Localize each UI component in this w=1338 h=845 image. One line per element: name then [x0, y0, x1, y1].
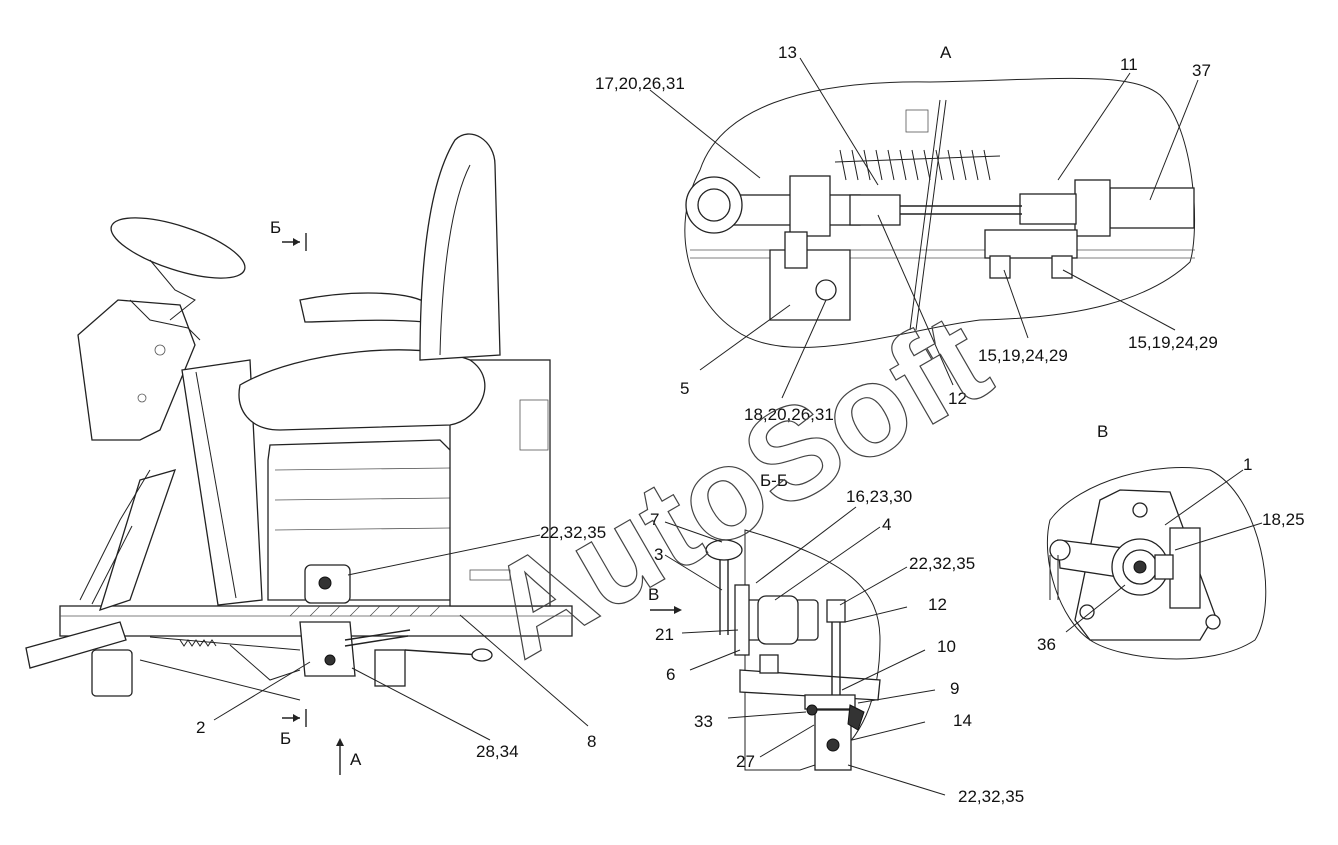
callout-3: 3	[654, 545, 663, 564]
view-bb-title: Б-Б	[760, 471, 788, 490]
lower-step	[25, 621, 127, 669]
console-post	[181, 359, 263, 606]
leader-lines	[213, 57, 1263, 796]
view-bb-detail	[705, 529, 881, 771]
callout-7: 7	[650, 510, 659, 529]
strut	[99, 469, 177, 612]
cable-bracket	[299, 621, 356, 677]
view-v-title: В	[1097, 422, 1108, 441]
callout-27: 27	[736, 752, 755, 771]
callout-22-32-35-a: 22,32,35	[540, 523, 606, 542]
callout-17-20-26-31: 17,20,26,31	[595, 74, 685, 93]
callout-13: 13	[778, 43, 797, 62]
callout-10: 10	[937, 637, 956, 656]
callout-15-19-24-29-b: 15,19,24,29	[1128, 333, 1218, 352]
callout-9: 9	[950, 679, 959, 698]
view-a-detail	[684, 77, 1196, 348]
callout-11: 11	[1120, 55, 1138, 74]
callout-22-32-35-b: 22,32,35	[909, 554, 975, 573]
tractor-cab-assembly	[25, 133, 573, 701]
callout-28-34: 28,34	[476, 742, 519, 761]
callout-18-20-26-31: 18,20,26,31	[744, 405, 834, 424]
view-v-arrow-label: В	[648, 585, 659, 604]
mount-bracket	[984, 229, 1078, 259]
view-v-detail	[1046, 467, 1267, 660]
seat-cushion	[238, 349, 486, 431]
view-a-outline	[684, 77, 1196, 348]
cable-fitting	[1019, 193, 1077, 225]
seat-base	[267, 439, 456, 601]
view-a-arrow-label: А	[350, 750, 362, 769]
armrest	[299, 292, 431, 323]
view-arrows	[282, 233, 682, 775]
callout-8: 8	[587, 732, 596, 751]
callout-12-b: 12	[928, 595, 947, 614]
clamp-block	[789, 175, 831, 237]
callout-36: 36	[1037, 635, 1056, 654]
callout-21: 21	[655, 625, 674, 644]
callout-2: 2	[196, 718, 205, 737]
callout-37: 37	[1192, 61, 1211, 80]
hex-nut	[1074, 179, 1111, 237]
view-bb-outline	[744, 529, 881, 771]
flange-block	[1169, 527, 1201, 609]
callout-12-a: 12	[948, 389, 967, 408]
control-knob	[705, 539, 743, 561]
steering-wheel	[110, 217, 246, 279]
section-b-bottom: Б	[280, 729, 291, 748]
callout-6: 6	[666, 665, 675, 684]
callout-16-23-30: 16,23,30	[846, 487, 912, 506]
pedal-block	[91, 649, 133, 697]
dashboard-panel	[77, 299, 196, 441]
seat-backrest	[419, 133, 501, 361]
callout-1: 1	[1243, 455, 1252, 474]
view-a-title: А	[940, 43, 952, 62]
cable-clamp	[374, 649, 406, 687]
view-v-outline	[1046, 467, 1267, 660]
bracket-plate	[769, 249, 851, 321]
view-labels: А Б Б А Б-Б В В	[270, 43, 1108, 769]
callout-18-25: 18,25	[1262, 510, 1305, 529]
callout-33: 33	[694, 712, 713, 731]
section-b-top: Б	[270, 218, 281, 237]
callout-22-32-35-c: 22,32,35	[958, 787, 1024, 806]
callout-15-19-24-29-a: 15,19,24,29	[978, 346, 1068, 365]
callout-labels: 13 11 37 17,20,26,31 15,19,24,29 15,19,2…	[196, 43, 1305, 806]
callout-4: 4	[882, 515, 891, 534]
callout-14: 14	[953, 711, 972, 730]
cable-end	[471, 648, 493, 662]
linkage-plate	[804, 694, 856, 710]
callout-5: 5	[680, 379, 689, 398]
bb-plate	[734, 584, 750, 656]
